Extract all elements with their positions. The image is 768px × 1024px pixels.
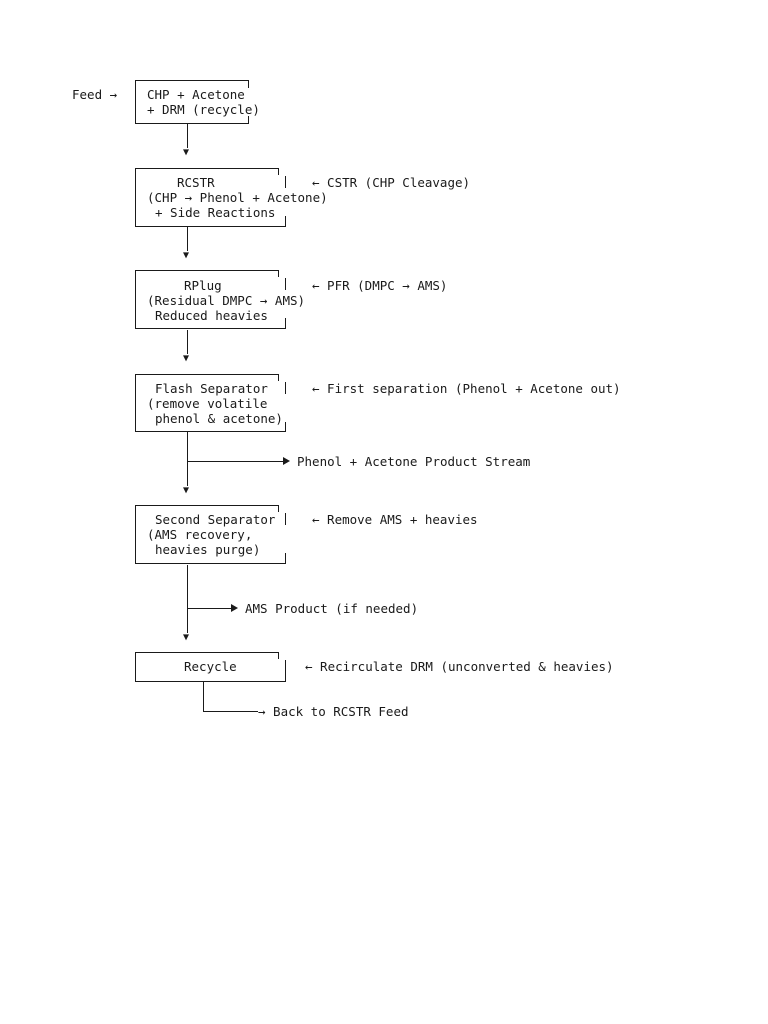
return-line <box>203 711 258 712</box>
second-separator-title: Second Separator <box>155 512 276 527</box>
rcstr-box-edge <box>285 176 286 188</box>
flash-separator-line: phenol & acetone) <box>155 411 283 426</box>
flash-separator-box-edge <box>285 382 286 394</box>
rcstr-box-edge <box>285 216 286 227</box>
right-arrow-icon <box>231 604 238 612</box>
recycle-box-edge <box>135 681 286 682</box>
second-separator-line: (AMS recovery, <box>147 527 253 542</box>
rcstr-note: ← CSTR (CHP Cleavage) <box>312 175 471 190</box>
recycle-title: Recycle <box>184 659 237 674</box>
connector-line <box>187 432 188 486</box>
feed-box-edge <box>248 80 249 88</box>
rcstr-title: RCSTR <box>177 175 215 190</box>
down-arrow-icon: ▼ <box>183 632 190 643</box>
rplug-line: Reduced heavies <box>155 308 268 323</box>
return-line <box>203 682 204 711</box>
rcstr-line: (CHP → Phenol + Acetone) <box>147 190 328 205</box>
rplug-box-edge <box>285 278 286 290</box>
down-arrow-icon: ▼ <box>183 353 190 364</box>
down-arrow-icon: ▼ <box>183 485 190 496</box>
flash-separator-line: (remove volatile <box>147 396 268 411</box>
second-separator-box-edge <box>285 553 286 564</box>
down-arrow-icon: ▼ <box>183 250 190 261</box>
connector-line <box>187 565 188 633</box>
recycle-box-edge <box>278 652 279 659</box>
feed-box-edge <box>248 116 249 124</box>
ams-product: AMS Product (if needed) <box>245 601 419 616</box>
connector-line <box>187 124 188 148</box>
side-stream-line <box>187 461 283 462</box>
second-separator-box-edge <box>135 563 286 564</box>
right-arrow-icon <box>283 457 290 465</box>
flash-separator-box-edge <box>278 374 279 381</box>
rplug-line: (Residual DMPC → AMS) <box>147 293 306 308</box>
recycle-box-edge <box>285 660 286 682</box>
back-to-rcstr-feed: → Back to RCSTR Feed <box>258 704 409 719</box>
flash-separator-note: ← First separation (Phenol + Acetone out… <box>312 381 621 396</box>
rcstr-box-edge <box>278 168 279 175</box>
down-arrow-icon: ▼ <box>183 147 190 158</box>
recycle-note: ← Recirculate DRM (unconverted & heavies… <box>305 659 614 674</box>
feed-box-line: CHP + Acetone <box>147 87 245 102</box>
feed-box <box>135 80 249 124</box>
flash-separator-box-edge <box>285 422 286 432</box>
rcstr-box-edge <box>135 226 286 227</box>
rplug-title: RPlug <box>184 278 222 293</box>
second-separator-box-edge <box>278 505 279 512</box>
rplug-box-edge <box>135 328 286 329</box>
rplug-box-edge <box>278 270 279 277</box>
feed-box-line: + DRM (recycle) <box>147 102 260 117</box>
second-separator-note: ← Remove AMS + heavies <box>312 512 478 527</box>
flash-separator-title: Flash Separator <box>155 381 268 396</box>
flash-separator-box-edge <box>135 431 286 432</box>
connector-line <box>187 330 188 354</box>
phenol-acetone-product-stream: Phenol + Acetone Product Stream <box>297 454 531 469</box>
rplug-box-edge <box>285 318 286 329</box>
rcstr-line: + Side Reactions <box>155 205 276 220</box>
second-separator-box-edge <box>285 513 286 525</box>
feed-label: Feed → <box>72 87 118 102</box>
side-stream-line <box>187 608 231 609</box>
second-separator-line: heavies purge) <box>155 542 261 557</box>
rplug-note: ← PFR (DMPC → AMS) <box>312 278 448 293</box>
connector-line <box>187 227 188 251</box>
